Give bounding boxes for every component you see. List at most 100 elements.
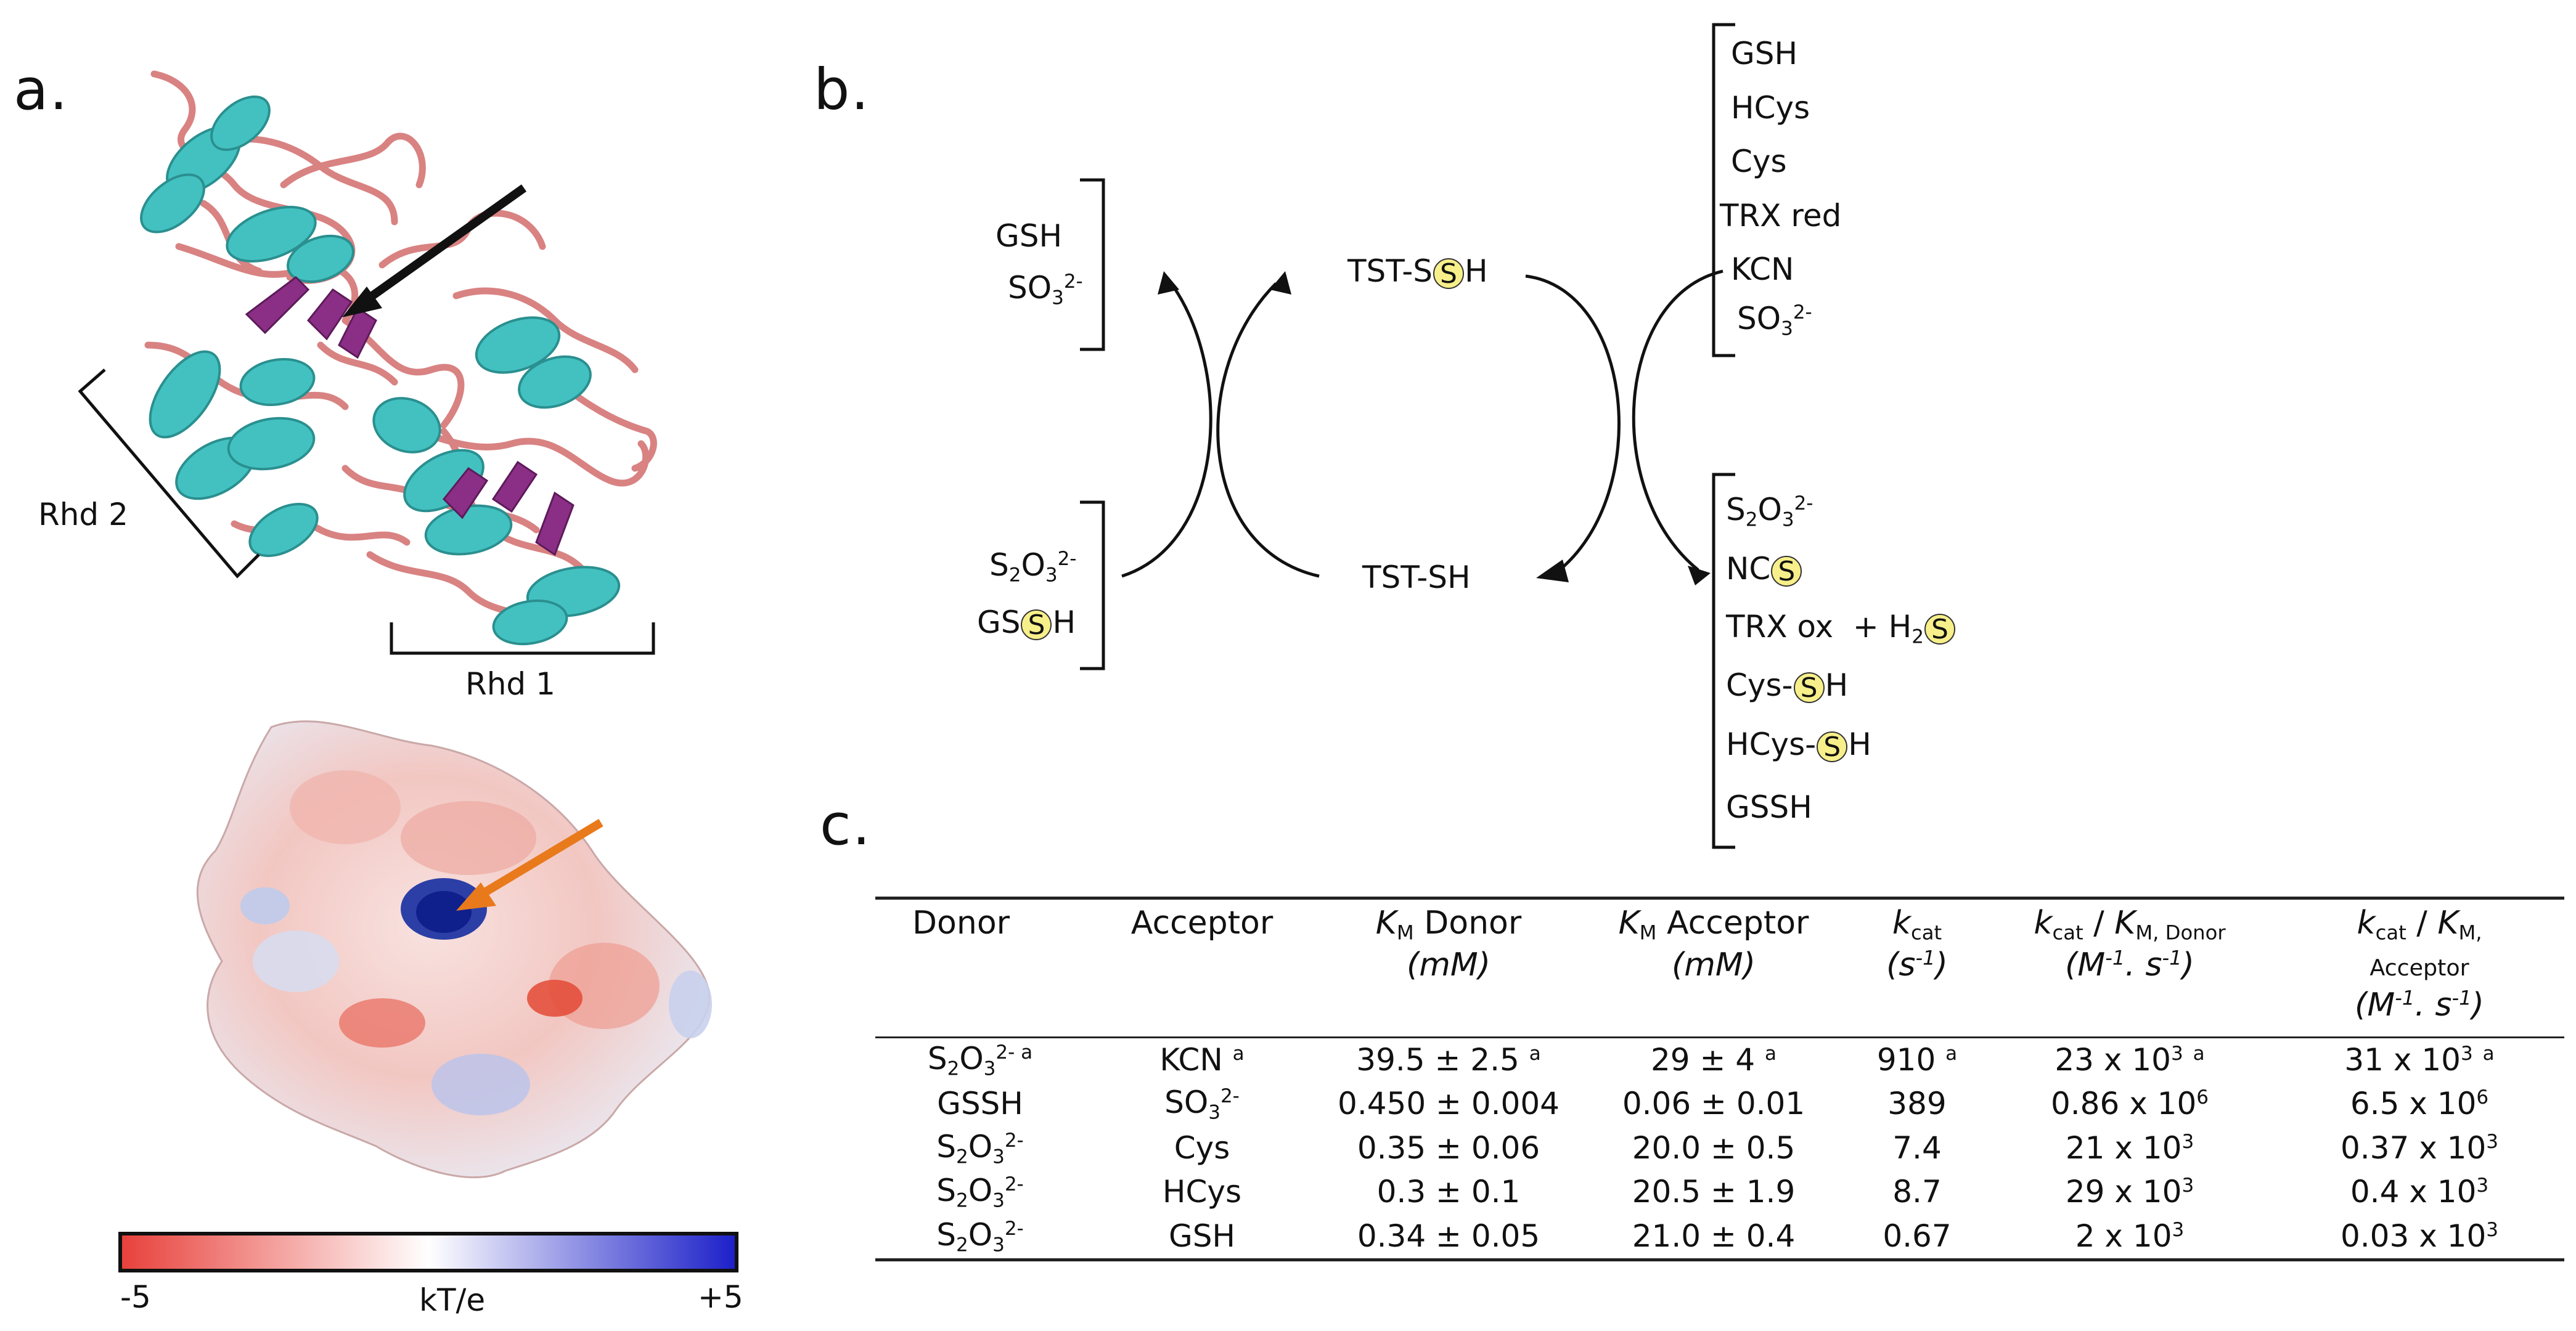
panel-label-a: a. bbox=[14, 57, 69, 123]
cell-kcat-km-donor: 0.86 x 106 bbox=[1985, 1082, 2275, 1126]
formula-part: H bbox=[1848, 727, 1871, 762]
formula-sub: 3 bbox=[1781, 508, 1794, 531]
cell-kcat: 8.7 bbox=[1892, 1174, 1942, 1210]
symbol: k bbox=[1892, 905, 1911, 942]
formula-sub: 3 bbox=[992, 1233, 1005, 1256]
exponent: 3 bbox=[2476, 1174, 2489, 1197]
arrowhead-to-free-enzyme bbox=[1536, 560, 1569, 582]
formula-part: S bbox=[1726, 492, 1746, 528]
formula-sup: 2- bbox=[1063, 271, 1083, 293]
table-row: S2O32- GSH 0.34 ± 0.05 21.0 ± 0.4 0.67 2… bbox=[875, 1215, 2564, 1260]
header-kcat-km-acceptor: kcat / KM, Acceptor (M-1. s-1) bbox=[2275, 898, 2564, 1038]
symbol: K bbox=[1618, 905, 1640, 942]
formula-part: S bbox=[989, 547, 1009, 584]
colorbar-max: +5 bbox=[698, 1279, 743, 1315]
formula-part: S bbox=[936, 1216, 956, 1253]
formula-part: O bbox=[959, 1040, 984, 1077]
right-arc-1 bbox=[1525, 274, 1621, 571]
alpha-helices bbox=[140, 95, 621, 646]
cell-text: 910 bbox=[1876, 1041, 1936, 1078]
unit: . s bbox=[2414, 986, 2452, 1024]
table-header-row: Donor Acceptor KM Donor (mM) KM Acceptor… bbox=[875, 898, 2564, 1038]
right-arc-2 bbox=[1632, 269, 1723, 571]
formula-part: O bbox=[1021, 547, 1045, 584]
cell-km-acceptor: 0.06 ± 0.01 bbox=[1622, 1086, 1805, 1122]
beta-sheets bbox=[245, 276, 574, 556]
unit: (M bbox=[2355, 986, 2395, 1024]
persulfide-suffix: H bbox=[1465, 253, 1488, 289]
formula-sub: 3 bbox=[1208, 1101, 1221, 1124]
cell-acceptor: GSH bbox=[1168, 1218, 1236, 1254]
symbol-sub: M, Donor bbox=[2135, 921, 2226, 945]
reaction-scheme bbox=[1080, 23, 1735, 849]
cell-acceptor: Cys bbox=[1174, 1130, 1230, 1166]
surface-arrowhead bbox=[456, 882, 496, 911]
unit: ) bbox=[1935, 946, 1948, 983]
kinetics-table: Donor Acceptor KM Donor (mM) KM Acceptor… bbox=[875, 897, 2564, 1261]
header-km-acceptor: KM Acceptor (mM) bbox=[1578, 898, 1849, 1038]
cell-text: 29 x 10 bbox=[2065, 1174, 2182, 1210]
formula-sub: 2 bbox=[1008, 564, 1021, 587]
header-text: Acceptor bbox=[2370, 954, 2469, 981]
panel-label-b: b. bbox=[814, 57, 870, 123]
cell-kcat-km-donor: 23 x 103 a bbox=[1985, 1037, 2275, 1082]
formula-part: SO bbox=[1164, 1085, 1209, 1121]
header-donor: Donor bbox=[912, 905, 1010, 942]
arrowhead-to-products bbox=[1158, 271, 1179, 295]
sulfur-highlight: S bbox=[1771, 555, 1802, 587]
unit: (s bbox=[1886, 946, 1916, 983]
cell-km-acceptor: 21.0 ± 0.4 bbox=[1632, 1218, 1796, 1254]
formula-sup: 2- bbox=[1794, 492, 1813, 515]
active-site-arrowhead bbox=[342, 287, 382, 317]
exponent: 3 bbox=[2181, 1130, 2194, 1153]
sulfur-highlight: S bbox=[1433, 258, 1465, 289]
formula-part: O bbox=[968, 1216, 993, 1253]
formula-sup: 2- bbox=[1220, 1085, 1240, 1108]
cell-kcat-km-acceptor: 0.37 x 103 bbox=[2275, 1126, 2564, 1170]
unit: (M bbox=[2065, 946, 2106, 983]
symbol-sub: M, bbox=[2458, 921, 2482, 945]
left-arc-1 bbox=[1121, 282, 1212, 578]
formula-sub: 2 bbox=[956, 1146, 968, 1168]
cell-km-acceptor: 20.0 ± 0.5 bbox=[1632, 1130, 1796, 1166]
table-row: S2O32- a KCN a 39.5 ± 2.5 a 29 ± 4 a 910… bbox=[875, 1037, 2564, 1082]
footnote-mark: a bbox=[1529, 1042, 1541, 1065]
acceptor-sulfite: SO32- bbox=[1737, 303, 1812, 338]
rhd2-label: Rhd 2 bbox=[38, 497, 128, 532]
footnote-mark: a bbox=[2482, 1042, 2495, 1065]
table-row: S2O32- HCys 0.3 ± 0.1 20.5 ± 1.9 8.7 29 … bbox=[875, 1170, 2564, 1214]
header-text: / bbox=[2406, 905, 2438, 942]
cell-donor: S2O32- bbox=[875, 1170, 1085, 1214]
symbol-sub: cat bbox=[1911, 921, 1942, 945]
exponent: 3 bbox=[2170, 1042, 2183, 1065]
formula-part: SO bbox=[1008, 270, 1052, 306]
active-site-arrow bbox=[361, 184, 527, 306]
cell-text: 0.86 x 10 bbox=[2050, 1086, 2197, 1122]
left-donor-thiosulfate: S2O32- bbox=[989, 550, 1077, 585]
formula-part: TRX ox + H bbox=[1726, 609, 1912, 645]
left-bottom-bracket bbox=[1080, 500, 1105, 670]
formula-sub: 3 bbox=[992, 1189, 1005, 1212]
unit: ) bbox=[2181, 946, 2194, 983]
cell-km-donor: 0.3 ± 0.1 bbox=[1376, 1174, 1521, 1210]
cell-km-donor: 39.5 ± 2.5 a bbox=[1319, 1037, 1578, 1082]
cell-donor: GSSH bbox=[937, 1086, 1023, 1122]
formula-sub: 2 bbox=[956, 1233, 968, 1256]
formula-sub: 2 bbox=[1912, 625, 1924, 648]
sulfur-highlight: S bbox=[1021, 609, 1052, 640]
rhd2-bracket bbox=[78, 368, 260, 579]
cell-donor: S2O32- bbox=[875, 1215, 1085, 1260]
colorbar-min: -5 bbox=[120, 1279, 151, 1315]
header-kcat: kcat (s-1) bbox=[1849, 898, 1985, 1038]
formula-part: O bbox=[968, 1128, 993, 1165]
symbol: K bbox=[2437, 905, 2459, 942]
symbol: k bbox=[2357, 905, 2376, 942]
formula-sup: 2- a bbox=[996, 1041, 1033, 1064]
unit: (mM) bbox=[1671, 946, 1756, 983]
symbol-sub: M bbox=[1396, 921, 1414, 945]
table-row: S2O32- Cys 0.35 ± 0.06 20.0 ± 0.5 7.4 21… bbox=[875, 1126, 2564, 1170]
cell-text: 6.5 x 10 bbox=[2350, 1086, 2477, 1122]
formula-sup: 2- bbox=[1004, 1129, 1024, 1152]
